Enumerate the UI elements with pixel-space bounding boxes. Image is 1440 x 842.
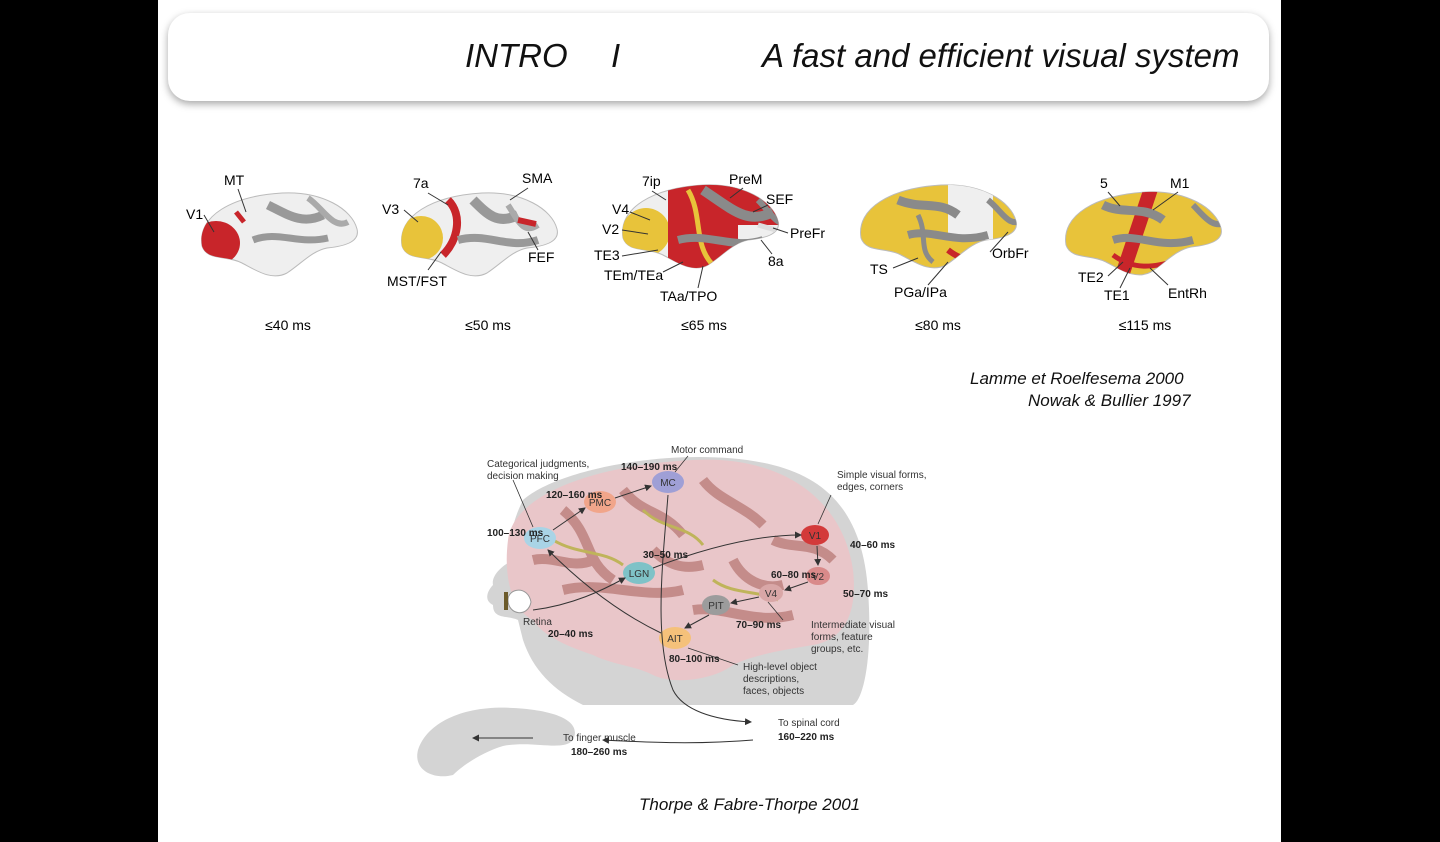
brain-label: PGa/IPa xyxy=(894,284,947,300)
brain-panel-80ms: OrbFr TS PGa/IPa ≤80 ms xyxy=(860,184,1029,333)
brain-label: 7a xyxy=(413,175,429,191)
area-pit: PIT xyxy=(702,595,730,615)
latency-pit: 70–90 ms xyxy=(736,620,781,631)
brain-label: TEm/TEa xyxy=(604,267,663,283)
latency-label: ≤65 ms xyxy=(681,317,727,333)
area-v2-label: V2 xyxy=(812,572,825,583)
brain-label: MST/FST xyxy=(387,273,447,289)
area-pmc-label: PMC xyxy=(589,498,611,509)
latency-label: ≤80 ms xyxy=(915,317,961,333)
latency-v2: 50–70 ms xyxy=(843,589,888,600)
area-pit-label: PIT xyxy=(708,601,724,612)
annotation-highlevel: faces, objects xyxy=(743,686,804,697)
slide: INTRO I A fast and efficient visual syst… xyxy=(158,0,1281,842)
brain-label: V4 xyxy=(612,201,629,217)
area-v1-label: V1 xyxy=(809,531,822,542)
citation-lamme: Lamme et Roelfesema 2000 xyxy=(970,369,1184,388)
annotation-categorical: decision making xyxy=(487,471,559,482)
annotation-categorical: Categorical judgments, xyxy=(487,459,589,470)
latency-v1: 40–60 ms xyxy=(850,540,895,551)
area-ait-label: AIT xyxy=(667,634,683,645)
annotation-simple: edges, corners xyxy=(837,482,903,493)
area-v2: V2 xyxy=(806,567,830,585)
area-mc: MC xyxy=(652,471,684,493)
brain-label: PreFr xyxy=(790,225,825,241)
slide-title: A fast and efficient visual system xyxy=(762,37,1240,74)
brain-label: SMA xyxy=(522,170,553,186)
title-intro: INTRO xyxy=(465,37,568,74)
brain-label: SEF xyxy=(766,191,793,207)
brain-label: 5 xyxy=(1100,175,1108,191)
title-bar: INTRO I A fast and efficient visual syst… xyxy=(168,13,1269,101)
brain-label: PreM xyxy=(729,171,762,187)
visual-pathway-diagram: MC PMC PFC LGN V1 V2 V4 PIT xyxy=(417,445,926,777)
annotation-highlevel: High-level object xyxy=(743,662,817,673)
annotation-spinal: To spinal cord xyxy=(778,718,840,729)
latency-label: ≤50 ms xyxy=(465,317,511,333)
brain-panel-65ms: 7ip PreM SEF V4 V2 PreFr TE3 8a TEm/TEa … xyxy=(594,171,825,333)
latency-pmc: 120–160 ms xyxy=(546,490,603,501)
brain-label: EntRh xyxy=(1168,285,1207,301)
brain-label: TS xyxy=(870,261,888,277)
annotation-intermediate: forms, feature xyxy=(811,632,873,643)
latency-label: ≤40 ms xyxy=(265,317,311,333)
brain-label: OrbFr xyxy=(992,245,1029,261)
area-ait: AIT xyxy=(659,627,691,649)
latency-label: ≤115 ms xyxy=(1119,317,1172,333)
area-v4-label: V4 xyxy=(765,589,778,600)
latency-ait: 80–100 ms xyxy=(669,654,720,665)
area-mc-label: MC xyxy=(660,478,676,489)
brain-panel-40ms: MT V1 ≤40 ms xyxy=(186,172,358,333)
latency-pfc: 100–130 ms xyxy=(487,528,544,539)
brain-activation-sequence: MT V1 ≤40 ms 7a SMA V3 FEF xyxy=(186,170,1222,333)
brain-label: M1 xyxy=(1170,175,1190,191)
annotation-intermediate: groups, etc. xyxy=(811,644,863,655)
latency-retina: 20–40 ms xyxy=(548,629,593,640)
brain-label: TAa/TPO xyxy=(660,288,717,304)
latency-finger: 180–260 ms xyxy=(571,747,628,758)
brain-panel-50ms: 7a SMA V3 FEF MST/FST ≤50 ms xyxy=(382,170,558,333)
area-v4: V4 xyxy=(759,584,783,602)
brain-label: 7ip xyxy=(642,173,661,189)
latency-mc: 140–190 ms xyxy=(621,462,678,473)
brain-label: TE1 xyxy=(1104,287,1130,303)
brain-label: TE2 xyxy=(1078,269,1104,285)
hand-silhouette xyxy=(417,707,575,777)
annotation-retina: Retina xyxy=(523,617,552,628)
area-pfc-label: PFC xyxy=(530,534,550,545)
annotation-highlevel: descriptions, xyxy=(743,674,799,685)
latency-spinal: 160–220 ms xyxy=(778,732,835,743)
brain-label: V1 xyxy=(186,206,203,222)
brain-label: 8a xyxy=(768,253,784,269)
brain-panel-115ms: 5 M1 TE2 TE1 EntRh ≤115 ms xyxy=(1065,175,1222,333)
area-lgn: LGN xyxy=(623,562,655,584)
citation-thorpe: Thorpe & Fabre-Thorpe 2001 xyxy=(639,795,861,814)
title-separator: I xyxy=(611,37,621,74)
latency-v4: 60–80 ms xyxy=(771,570,816,581)
brain-label: V2 xyxy=(602,221,619,237)
brain-label: FEF xyxy=(528,249,554,265)
area-lgn-label: LGN xyxy=(629,569,650,580)
citation-nowak: Nowak & Bullier 1997 xyxy=(1028,391,1191,410)
area-pmc: PMC xyxy=(584,491,616,513)
annotation-simple: Simple visual forms, xyxy=(837,470,926,481)
latency-lgn: 30–50 ms xyxy=(643,550,688,561)
brain-label: V3 xyxy=(382,201,399,217)
annotation-finger: To finger muscle xyxy=(563,733,636,744)
annotation-intermediate: Intermediate visual xyxy=(811,620,895,631)
area-pfc: PFC xyxy=(524,527,556,549)
brain-label: TE3 xyxy=(594,247,620,263)
annotation-motor: Motor command xyxy=(671,445,743,456)
area-v1: V1 xyxy=(801,525,829,545)
brain-label: MT xyxy=(224,172,245,188)
